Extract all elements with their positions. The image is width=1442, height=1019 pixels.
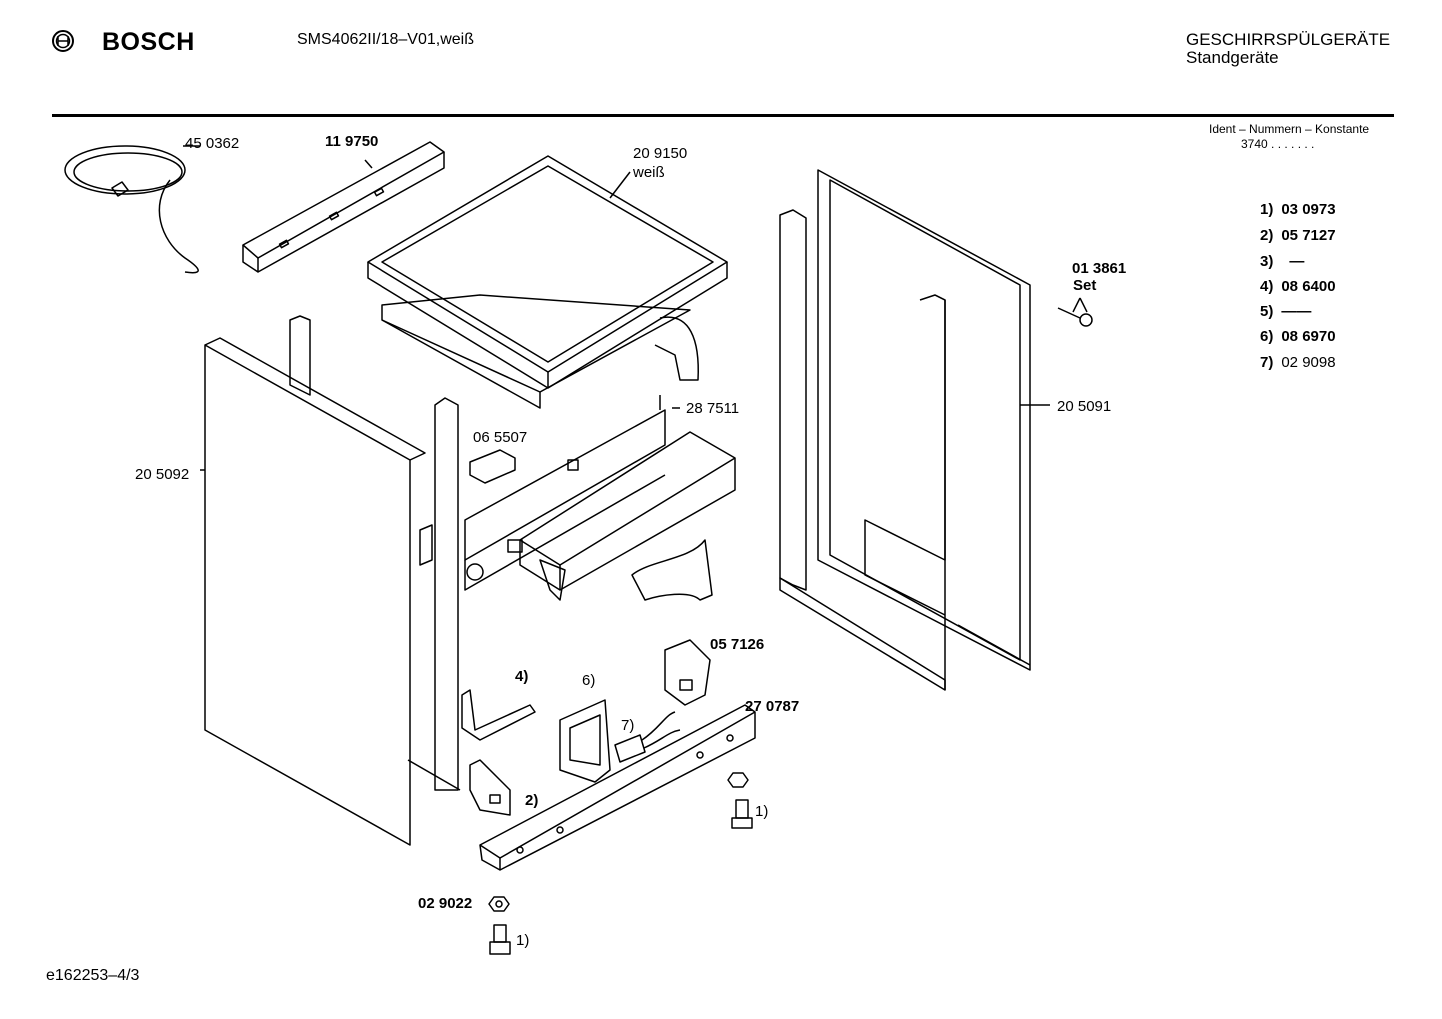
legend-row-3: 3)— [1260,253,1305,270]
screw-set-drawing [1057,297,1093,327]
label-bracket-small: 05 7126 [710,636,765,653]
label-side-right: 20 5091 [1057,398,1112,415]
right-side-panel-drawing [779,169,1050,691]
label-ref-1b: 1) [516,932,530,949]
category-subtitle: Standgeräte [1186,48,1279,67]
left-side-panel-drawing [200,315,426,846]
part-4-bracket-drawing [461,689,536,741]
legend-row-4: 4)08 6400 [1260,278,1336,295]
label-ref-1a: 1) [755,803,769,820]
part-2-bracket-drawing [469,759,511,816]
legend-row-5: 5)—— [1260,303,1312,320]
category-title: GESCHIRRSPÜLGERÄTE [1186,30,1391,49]
duct-housing-drawing [464,395,736,601]
header-rule [52,114,1394,117]
label-cable: 45 0362 [185,135,240,152]
label-screw-set-number: 01 3861 [1072,260,1127,277]
legend-row-2: 2)05 7127 [1260,227,1336,244]
label-clip: 06 5507 [473,429,528,446]
label-nut: 02 9022 [418,895,473,912]
ident-title: Ident – Nummern – Konstante [1209,122,1370,136]
nut-bolt-right-drawing [727,772,753,829]
lid-drawing [367,155,728,389]
legend-row-7: 7)02 9098 [1260,354,1336,371]
label-ref-4: 4) [515,668,529,685]
drawing-id: e162253–4/3 [46,967,140,984]
label-screw-set: Set [1073,277,1097,294]
power-cable-drawing [64,145,200,274]
legend-row-1: 1)03 0973 [1260,201,1336,218]
nut-bolt-bottom-drawing [488,896,511,955]
label-ref-2: 2) [525,792,539,809]
label-bracket-right: 28 7511 [686,400,740,417]
top-rail-drawing [242,141,445,273]
insulation-board-drawing [381,294,699,409]
brand-name: BOSCH [102,28,195,56]
bracket-small-drawing [664,639,711,706]
front-frame-drawing [407,397,461,791]
label-top-rail: 11 9750 [325,133,379,150]
label-lid-color: weiß [633,164,665,181]
legend-row-6: 6)08 6970 [1260,328,1336,345]
label-ref-7: 7) [621,717,635,734]
label-side-left: 20 5092 [135,466,190,483]
clip-drawing [469,449,516,484]
label-bottom-rail: 27 0787 [745,698,800,715]
label-ref-6: 6) [582,672,596,689]
part-6-holder-drawing [559,699,611,783]
ident-value: 3740 . . . . . . . [1241,137,1315,151]
model-number: SMS4062II/18–V01,weiß [297,31,474,48]
hose-connector-drawing [631,539,713,601]
bottom-rail-drawing [479,704,756,871]
label-lid-number: 20 9150 [633,145,688,162]
